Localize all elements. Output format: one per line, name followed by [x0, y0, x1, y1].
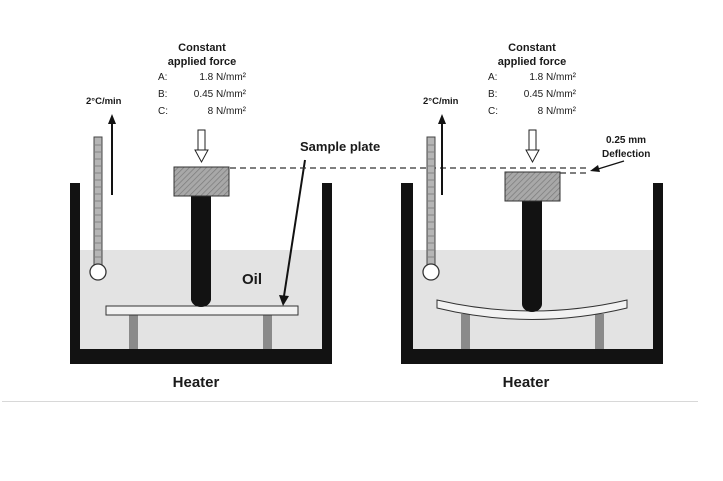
- left-tank-base: [70, 349, 332, 364]
- right-panel: 2°C/min Constant applied force A: 1.8 N/…: [401, 42, 663, 391]
- right-tank-base: [401, 349, 663, 364]
- left-tank-wall-left: [70, 183, 80, 364]
- right-rod-tip: [522, 296, 542, 312]
- right-thermometer: [422, 136, 440, 281]
- left-weight-block: [173, 166, 230, 197]
- left-loading-rod: [191, 194, 211, 300]
- left-force-key-b: B:: [158, 89, 167, 100]
- right-force-title-2: applied force: [498, 56, 566, 68]
- left-force-value-b: 0.45 N/mm²: [194, 89, 247, 100]
- oil-label: Oil: [242, 271, 262, 288]
- right-force-key-b: B:: [488, 89, 497, 100]
- deflection-label: Deflection: [602, 149, 650, 160]
- left-force-value-c: 8 N/mm²: [208, 106, 247, 117]
- right-force-value-c: 8 N/mm²: [538, 106, 577, 117]
- right-support-left: [461, 314, 470, 349]
- left-force-arrow: [194, 129, 209, 164]
- right-force-title-1: Constant: [508, 42, 556, 54]
- sample-plate-label: Sample plate: [300, 139, 380, 154]
- right-force-key-a: A:: [488, 72, 497, 83]
- right-weight-block: [504, 171, 561, 202]
- sample-plate-pointer: [279, 159, 306, 306]
- left-heating-rate-arrow: [108, 114, 116, 195]
- right-heating-rate-arrow: [438, 114, 446, 195]
- deflection-value-label: 0.25 mm: [606, 135, 646, 146]
- right-force-value-a: 1.8 N/mm²: [529, 72, 576, 83]
- right-heating-rate-label: 2°C/min: [423, 96, 459, 107]
- left-heating-rate-label: 2°C/min: [86, 96, 122, 107]
- right-heater-label: Heater: [503, 374, 550, 391]
- left-force-value-a: 1.8 N/mm²: [199, 72, 246, 83]
- right-support-right: [595, 314, 604, 349]
- right-force-key-c: C:: [488, 106, 498, 117]
- left-support-left: [129, 314, 138, 349]
- right-loading-rod: [522, 200, 542, 304]
- left-rod-tip: [191, 291, 211, 307]
- right-force-value-b: 0.45 N/mm²: [524, 89, 577, 100]
- right-force-arrow: [525, 129, 540, 164]
- deflection-pointer-arrow: [590, 160, 625, 172]
- left-tank-wall-right: [322, 183, 332, 364]
- left-force-title-1: Constant: [178, 42, 226, 54]
- bottom-divider: [2, 401, 698, 402]
- left-panel: 2°C/min Constant applied force A: 1.8 N/…: [70, 42, 332, 391]
- right-tank-wall-left: [401, 183, 413, 364]
- left-force-title-2: applied force: [168, 56, 236, 68]
- left-heater-label: Heater: [173, 374, 220, 391]
- right-tank-wall-right: [653, 183, 663, 364]
- left-force-key-c: C:: [158, 106, 168, 117]
- left-support-right: [263, 314, 272, 349]
- right-deflected-plate: [436, 299, 628, 320]
- left-thermometer: [89, 136, 107, 281]
- left-force-key-a: A:: [158, 72, 167, 83]
- left-sample-plate: [105, 305, 299, 316]
